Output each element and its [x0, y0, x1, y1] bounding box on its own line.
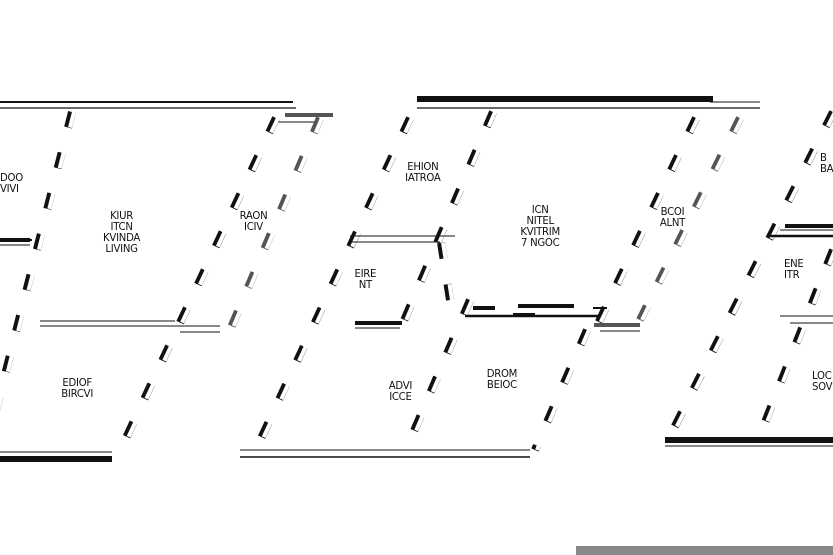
room-label-9: ENE ITR	[784, 258, 804, 280]
dashed-walls	[0, 110, 833, 457]
room-label-line: ICCE	[389, 390, 412, 403]
bottom-walls	[0, 437, 833, 555]
dashed-wall-gap-6	[408, 299, 474, 446]
dashed-wall-7	[531, 328, 591, 452]
dashed-wall-gap-2	[118, 117, 280, 456]
room-label-line: DROM	[486, 367, 518, 380]
room-label-5: ICN NITEL KVITRIM 7 NGOC	[508, 204, 572, 248]
middle-walls	[0, 224, 833, 333]
room-label-line: ALNT	[659, 216, 686, 229]
room-label-line: EHION	[407, 160, 439, 173]
room-label-line: DOO	[0, 171, 23, 184]
room-label-line: ICIV	[244, 220, 263, 233]
room-label-7: B BA	[820, 152, 833, 174]
room-label-3: RAON ICIV	[236, 210, 271, 232]
room-label-line: KIUR	[110, 209, 134, 222]
room-label-line: KVINDA	[103, 231, 141, 244]
dashed-wall-gap-10	[668, 111, 833, 441]
room-label-line: ICN	[531, 203, 549, 216]
top-walls	[0, 96, 760, 123]
room-label-line: B	[820, 151, 827, 164]
room-label-line: BIRCVI	[61, 387, 94, 400]
room-label-6: BCOI ALNT	[655, 206, 690, 228]
room-label-line: KVITRIM	[520, 225, 560, 238]
dashed-wall-gap-7	[535, 329, 591, 451]
room-label-8: EIRE NT	[346, 268, 385, 290]
room-label-line: EDIOF	[62, 376, 92, 389]
room-label-13: LOC SOVI	[812, 370, 833, 392]
room-label-line: ENE	[784, 257, 804, 270]
dashed-wall-gap-12	[440, 235, 454, 301]
room-label-line: 7 NGOC	[520, 236, 560, 249]
room-label-line: ITR	[784, 268, 800, 281]
dashed-wall-gap-11	[758, 249, 833, 441]
room-label-line: ITCN	[110, 220, 133, 233]
room-label-4: EHION IATROA	[398, 161, 448, 183]
room-label-line: VIVI	[0, 182, 19, 195]
room-label-line: RAON	[239, 209, 268, 222]
room-label-line: LIVING	[105, 242, 138, 255]
room-label-line: LOC	[812, 369, 832, 382]
dashed-wall-gap-4	[258, 117, 414, 446]
room-label-line: NT	[358, 278, 372, 291]
room-label-line: EIRE	[354, 267, 377, 280]
room-label-11: ADVI ICCE	[382, 380, 419, 402]
dashed-wall-gap-1	[0, 111, 76, 411]
room-label-line: BEIOC	[486, 378, 517, 391]
room-label-line: NITEL	[526, 214, 555, 227]
room-label-10: EDIOF BIRCVI	[56, 377, 98, 399]
room-label-line: BCOI	[660, 205, 685, 218]
room-label-2: KIUR ITCN KVINDA LIVING	[82, 210, 161, 254]
room-label-12: DROM BEIOC	[478, 368, 526, 390]
room-label-line: SOVI	[812, 380, 833, 393]
room-label-line: ADVI	[388, 379, 413, 392]
room-label-line: BA	[820, 162, 833, 175]
room-label-1: DOO VIVI	[0, 172, 23, 194]
room-label-line: IATROA	[405, 171, 441, 184]
